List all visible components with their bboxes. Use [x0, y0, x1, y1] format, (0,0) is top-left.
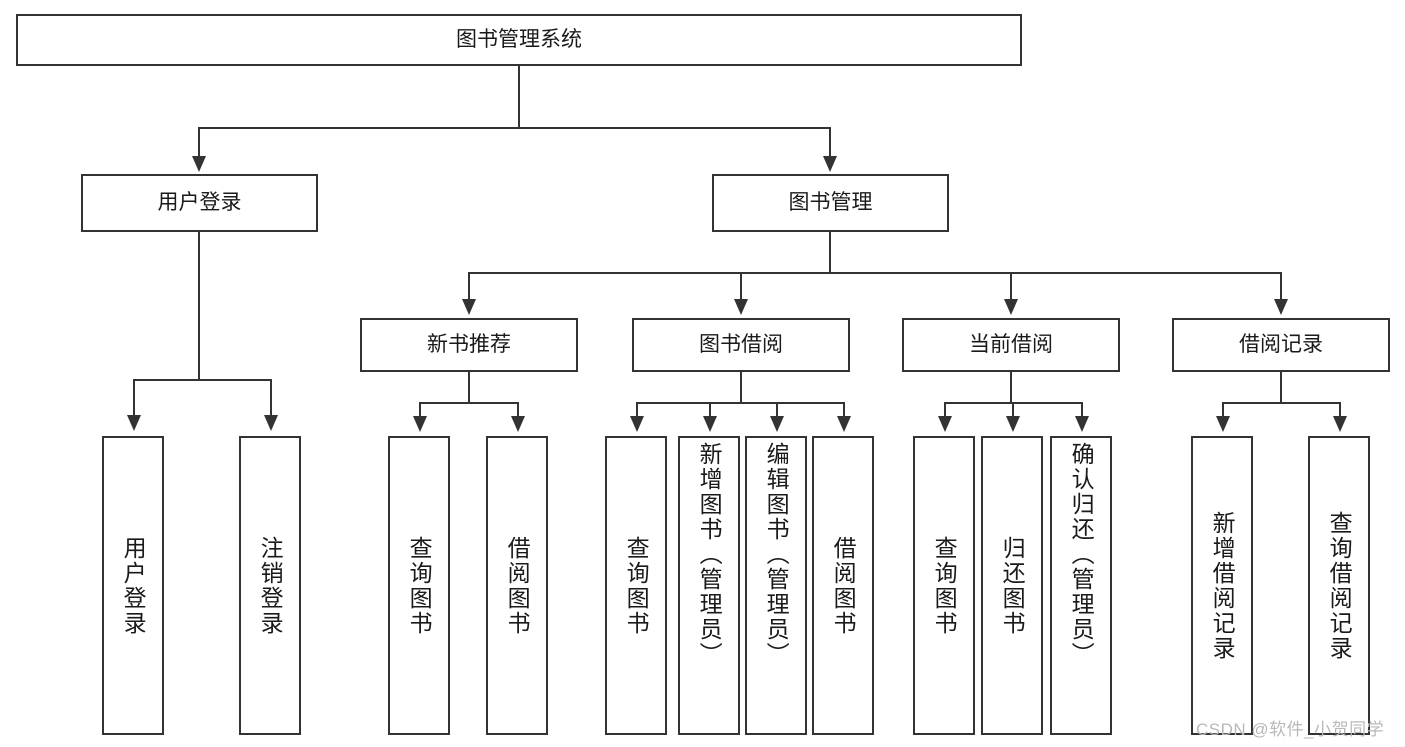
node-root-label: 图书管理系统 — [456, 27, 582, 51]
leaf-return-book-label: 归还图书 — [999, 535, 1026, 636]
arrowhead-book-manage — [823, 156, 837, 172]
node-new-book-recommend-label: 新书推荐 — [427, 332, 511, 356]
leaf-query-book-1-label: 查询图书 — [406, 535, 433, 636]
leaf-edit-book[interactable]: 编辑图书（管理员） — [745, 436, 807, 735]
connector-bm-to-borrow-record — [1280, 272, 1282, 301]
arrowhead-new-book-recommend — [462, 299, 476, 315]
leaf-borrow-book-1-label: 借阅图书 — [504, 535, 531, 636]
leaf-add-record-label: 新增借阅记录 — [1209, 510, 1236, 661]
node-current-borrow[interactable]: 当前借阅 — [902, 318, 1120, 372]
connector-bm-to-current-borrow — [1010, 272, 1012, 301]
connector-br-to-leaf-1 — [1222, 402, 1224, 418]
leaf-user-login-label: 用户登录 — [120, 535, 147, 636]
arrowhead-leaf-query-book-3 — [938, 416, 952, 432]
leaf-borrow-book-1[interactable]: 借阅图书 — [486, 436, 548, 735]
node-book-borrow-label: 图书借阅 — [699, 332, 783, 356]
connector-borrow-record-stem — [1280, 372, 1282, 403]
connector-nb-to-leaf-2 — [517, 402, 519, 418]
node-borrow-record[interactable]: 借阅记录 — [1172, 318, 1390, 372]
node-new-book-recommend[interactable]: 新书推荐 — [360, 318, 578, 372]
connector-user-login-bus — [133, 379, 270, 381]
leaf-query-record-label: 查询借阅记录 — [1326, 510, 1353, 661]
leaf-confirm-return[interactable]: 确认归还（管理员） — [1050, 436, 1112, 735]
leaf-query-book-3-label: 查询图书 — [931, 535, 958, 636]
connector-cb-to-leaf-2 — [1012, 402, 1014, 418]
connector-root-to-book-manage — [829, 127, 831, 158]
node-book-manage[interactable]: 图书管理 — [712, 174, 949, 232]
connector-nb-to-leaf-1 — [419, 402, 421, 418]
leaf-borrow-book-2[interactable]: 借阅图书 — [812, 436, 874, 735]
leaf-query-book-2[interactable]: 查询图书 — [605, 436, 667, 735]
connector-current-borrow-stem — [1010, 372, 1012, 403]
connector-bb-to-leaf-1 — [636, 402, 638, 418]
node-user-login[interactable]: 用户登录 — [81, 174, 318, 232]
leaf-add-book-label: 新增图书（管理员） — [696, 442, 723, 667]
leaf-query-book-1[interactable]: 查询图书 — [388, 436, 450, 735]
leaf-return-book[interactable]: 归还图书 — [981, 436, 1043, 735]
connector-new-book-bus — [419, 402, 518, 404]
arrowhead-leaf-query-record — [1333, 416, 1347, 432]
node-current-borrow-label: 当前借阅 — [969, 332, 1053, 356]
connector-bm-to-book-borrow — [740, 272, 742, 301]
arrowhead-current-borrow — [1004, 299, 1018, 315]
arrowhead-leaf-borrow-book-1 — [511, 416, 525, 432]
leaf-logout-label: 注销登录 — [257, 535, 284, 636]
leaf-query-book-3[interactable]: 查询图书 — [913, 436, 975, 735]
connector-user-login-to-leaf-2 — [270, 379, 272, 417]
arrowhead-leaf-return-book — [1006, 416, 1020, 432]
connector-br-to-leaf-2 — [1339, 402, 1341, 418]
arrowhead-leaf-query-book-2 — [630, 416, 644, 432]
connector-book-borrow-bus — [636, 402, 843, 404]
leaf-add-book[interactable]: 新增图书（管理员） — [678, 436, 740, 735]
connector-user-login-to-leaf-1 — [133, 379, 135, 417]
connector-root-stem — [518, 66, 520, 128]
node-user-login-label: 用户登录 — [157, 190, 242, 214]
arrowhead-leaf-query-book-1 — [413, 416, 427, 432]
leaf-user-login[interactable]: 用户登录 — [102, 436, 164, 735]
connector-book-manage-stem — [829, 232, 831, 273]
leaf-logout[interactable]: 注销登录 — [239, 436, 301, 735]
connector-book-borrow-stem — [740, 372, 742, 403]
connector-bm-to-new-book — [468, 272, 470, 301]
connector-book-manage-bus — [468, 272, 1280, 274]
connector-bb-to-leaf-4 — [843, 402, 845, 418]
leaf-confirm-return-label: 确认归还（管理员） — [1068, 442, 1095, 667]
arrowhead-leaf-confirm-return — [1075, 416, 1089, 432]
connector-user-login-stem — [198, 232, 200, 380]
connector-bb-to-leaf-2 — [709, 402, 711, 418]
connector-root-bus — [198, 127, 830, 129]
leaf-query-record[interactable]: 查询借阅记录 — [1308, 436, 1370, 735]
arrowhead-leaf-borrow-book-2 — [837, 416, 851, 432]
arrowhead-leaf-edit-book — [770, 416, 784, 432]
arrowhead-leaf-user-login — [127, 415, 141, 431]
connector-cb-to-leaf-3 — [1081, 402, 1083, 418]
connector-cb-to-leaf-1 — [944, 402, 946, 418]
arrowhead-leaf-add-record — [1216, 416, 1230, 432]
node-book-manage-label: 图书管理 — [788, 190, 873, 214]
connector-root-to-user-login — [198, 127, 200, 158]
arrowhead-leaf-add-book — [703, 416, 717, 432]
arrowhead-book-borrow — [734, 299, 748, 315]
node-book-borrow[interactable]: 图书借阅 — [632, 318, 850, 372]
leaf-edit-book-label: 编辑图书（管理员） — [763, 442, 790, 667]
connector-new-book-stem — [468, 372, 470, 403]
connector-borrow-record-bus — [1222, 402, 1340, 404]
leaf-add-record[interactable]: 新增借阅记录 — [1191, 436, 1253, 735]
arrowhead-borrow-record — [1274, 299, 1288, 315]
connector-bb-to-leaf-3 — [776, 402, 778, 418]
leaf-borrow-book-2-label: 借阅图书 — [830, 535, 857, 636]
arrowhead-user-login — [192, 156, 206, 172]
leaf-query-book-2-label: 查询图书 — [623, 535, 650, 636]
node-borrow-record-label: 借阅记录 — [1239, 332, 1323, 356]
arrowhead-leaf-logout — [264, 415, 278, 431]
node-root[interactable]: 图书管理系统 — [16, 14, 1022, 66]
